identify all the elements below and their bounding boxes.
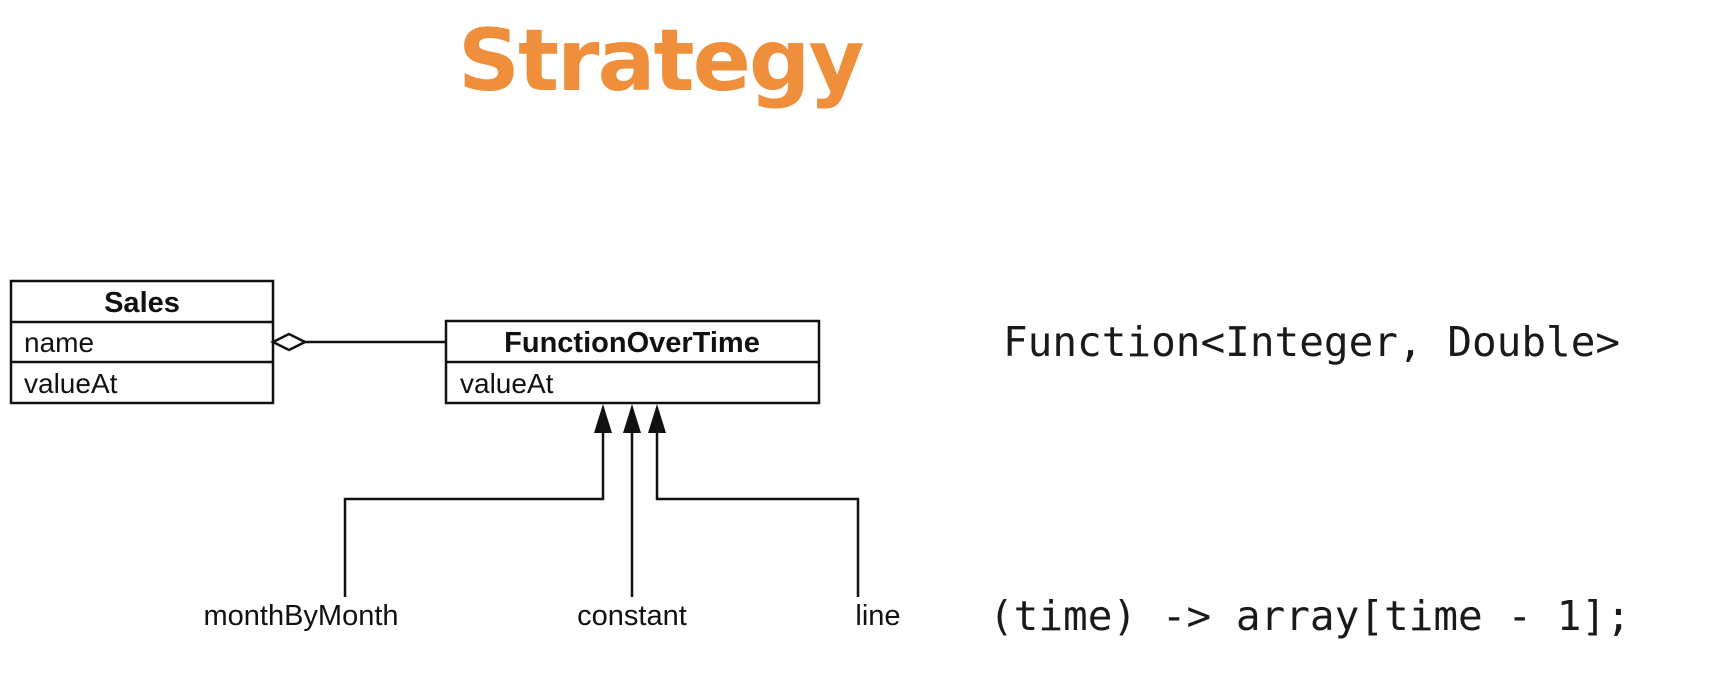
code-type-signature: Function<Integer, Double> [1003, 318, 1621, 366]
sales-class: Sales name valueAt [9, 279, 275, 405]
arrow-head-icon [623, 404, 641, 433]
aggregation-connector [270, 332, 446, 352]
arrow-head-icon [648, 404, 666, 433]
sales-class-name: Sales [104, 287, 180, 319]
function-attribute-valueat: valueAt [460, 368, 554, 399]
inheritance-arrows [343, 404, 860, 597]
sales-attribute-valueat: valueAt [24, 368, 118, 399]
connector-month-by-month [343, 432, 605, 597]
code-lambda: (time) -> array[time - 1]; [989, 592, 1631, 640]
implementation-line: line [855, 600, 900, 632]
function-class-name: FunctionOverTime [504, 327, 760, 359]
implementation-month-by-month: monthByMonth [203, 600, 398, 632]
aggregation-diamond-icon [270, 332, 308, 352]
arrow-head-icon [594, 404, 612, 433]
function-over-time-class: FunctionOverTime valueAt [444, 319, 821, 405]
sales-attribute-name: name [24, 327, 94, 358]
connector-line [655, 432, 860, 597]
implementation-constant: constant [577, 600, 687, 632]
slide-title: Strategy [458, 11, 865, 111]
